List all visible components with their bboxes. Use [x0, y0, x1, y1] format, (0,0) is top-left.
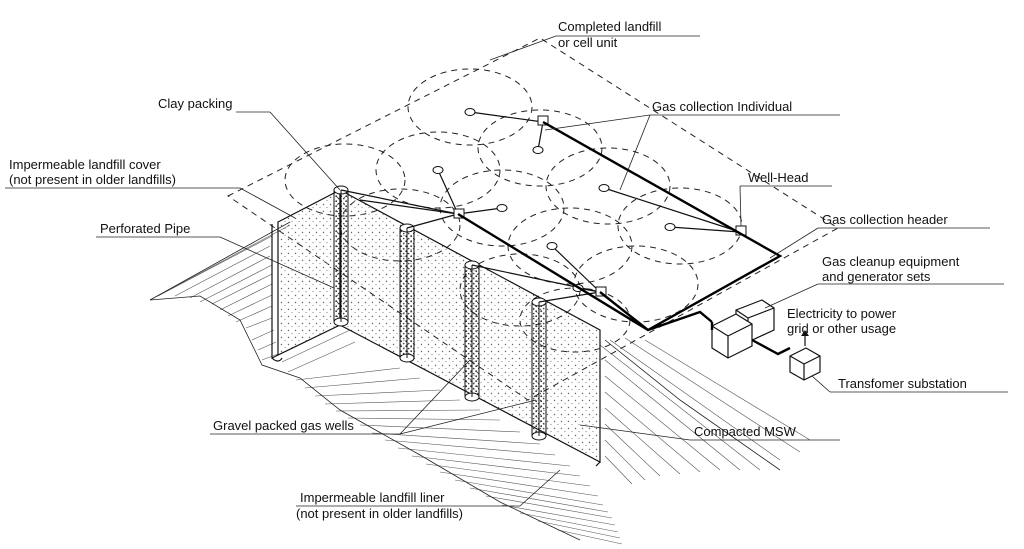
- label-gas-collection-individual: Gas collection Individual: [652, 99, 792, 114]
- label-electricity-2: grid or other usage: [787, 321, 896, 336]
- gas-cleanup-equipment: [710, 299, 791, 359]
- leader-lines: [5, 35, 1008, 507]
- label-completed-landfill-2: or cell unit: [558, 35, 618, 50]
- msw-wall-edge: [271, 224, 283, 362]
- label-liner-2: (not present in older landfills): [296, 506, 463, 521]
- gas-well-4: [531, 297, 547, 441]
- individual-collection-lines: [340, 111, 741, 303]
- gas-well-2: [399, 223, 415, 363]
- gas-well-3: [464, 260, 480, 402]
- gas-well-1: [333, 185, 349, 327]
- msw-wall-left: [277, 189, 341, 356]
- ground-surface-left: [149, 221, 291, 301]
- label-compacted-msw: Compacted MSW: [694, 424, 797, 439]
- label-well-head: Well-Head: [748, 170, 808, 185]
- label-cover-2: (not present in older landfills): [9, 172, 176, 187]
- transformer-substation: [789, 330, 821, 381]
- gas-collection-header-pipe: [457, 120, 783, 332]
- label-transformer: Transfomer substation: [838, 376, 967, 391]
- ground-hatching: [149, 224, 811, 545]
- ground-surface-right: [604, 339, 781, 471]
- ground-surface-line: [149, 295, 581, 541]
- label-gravel-wells: Gravel packed gas wells: [213, 418, 354, 433]
- label-gas-collection-header: Gas collection header: [822, 212, 948, 227]
- label-cover-1: Impermeable landfill cover: [9, 157, 161, 172]
- label-electricity-1: Electricity to power: [787, 306, 897, 321]
- label-cleanup-2: and generator sets: [822, 269, 931, 284]
- label-cleanup-1: Gas cleanup equipment: [822, 254, 960, 269]
- label-clay-packing: Clay packing: [158, 96, 232, 111]
- label-perforated-pipe: Perforated Pipe: [100, 221, 190, 236]
- label-liner-1: Impermeable landfill liner: [300, 490, 445, 505]
- msw-wall-bottom-edge: [595, 461, 601, 467]
- label-completed-landfill-1: Completed landfill: [558, 19, 661, 34]
